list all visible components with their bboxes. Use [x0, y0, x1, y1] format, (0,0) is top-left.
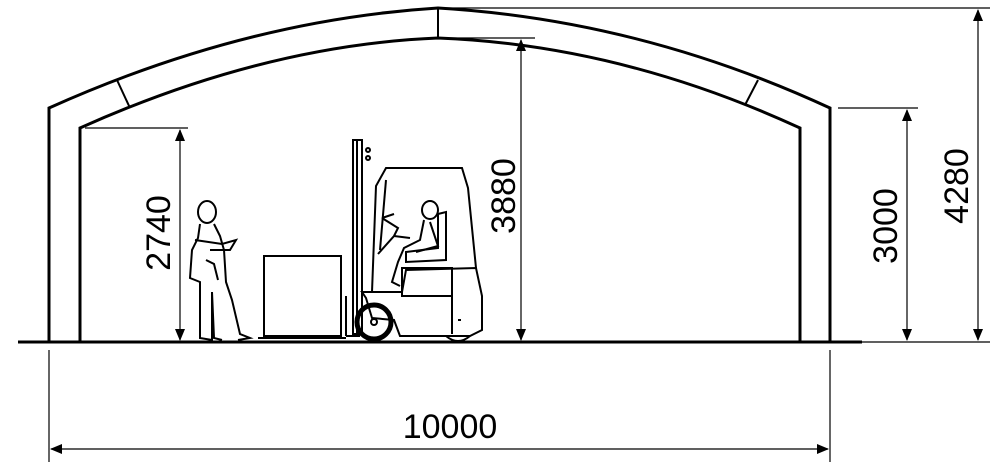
forklift: [345, 139, 483, 342]
building-frame: [47, 6, 832, 342]
pallet-box: [258, 255, 346, 339]
clear-height-label: 3880: [485, 158, 523, 234]
clear-height-dimension: 3880: [438, 37, 535, 341]
person-height-dimension: 2740: [85, 127, 188, 341]
width-label: 10000: [403, 408, 498, 446]
standing-person: [188, 200, 254, 342]
eave-height-label: 3000: [867, 188, 905, 264]
person-height-label: 2740: [140, 195, 178, 271]
width-dimension: 10000: [48, 350, 831, 462]
total-height-dimension: 4280: [440, 7, 990, 343]
total-height-label: 4280: [938, 148, 976, 224]
eave-height-dimension: 3000: [838, 107, 918, 341]
